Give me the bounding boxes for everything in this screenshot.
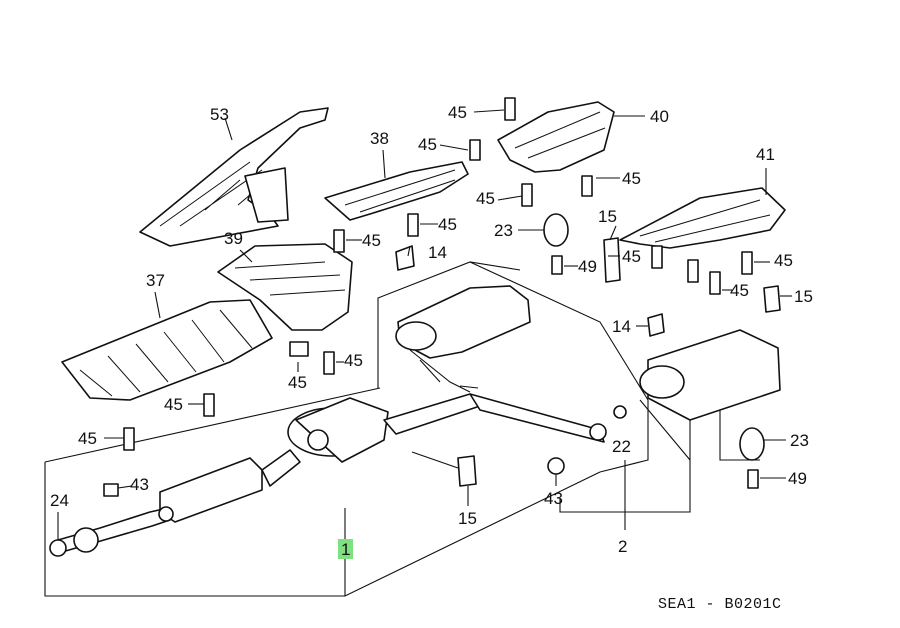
hardware-fasteners xyxy=(49,97,781,557)
part-1-exhaust-pipe xyxy=(57,393,605,553)
callout-2: 2 xyxy=(618,537,627,556)
callout-40: 40 xyxy=(650,107,669,126)
callout-45: 45 xyxy=(418,135,437,154)
callout-45: 45 xyxy=(344,351,363,370)
callout-22: 22 xyxy=(612,437,631,456)
callout-45: 45 xyxy=(622,169,641,188)
part-2-muffler xyxy=(395,285,781,421)
callout-15: 15 xyxy=(794,287,813,306)
callout-38: 38 xyxy=(370,129,389,148)
callout-14: 14 xyxy=(428,243,447,262)
callout-49: 49 xyxy=(788,469,807,488)
part-53-heat-shield xyxy=(139,107,329,247)
diagram-code: SEA1 - B0201C xyxy=(658,596,782,613)
callout-43: 43 xyxy=(544,489,563,508)
callout-45: 45 xyxy=(438,215,457,234)
callout-49: 49 xyxy=(578,257,597,276)
part-40-heat-shield xyxy=(497,101,645,173)
callout-39: 39 xyxy=(224,229,243,248)
callout-labels: 53 38 45 40 45 45 45 39 14 23 15 41 37 4… xyxy=(50,103,813,559)
callout-45: 45 xyxy=(448,103,467,122)
leader-lines xyxy=(57,109,792,540)
part-38-heat-shield xyxy=(324,149,469,221)
callout-45: 45 xyxy=(622,247,641,266)
callout-45: 45 xyxy=(78,429,97,448)
callout-45: 45 xyxy=(362,231,381,250)
part-39-heat-shield xyxy=(217,243,353,331)
callout-15: 15 xyxy=(458,509,477,528)
callout-37: 37 xyxy=(146,271,165,290)
callout-41: 41 xyxy=(756,145,775,164)
callout-45: 45 xyxy=(774,251,793,270)
callout-45: 45 xyxy=(730,281,749,300)
callout-23: 23 xyxy=(494,221,513,240)
callout-1: 1 xyxy=(341,540,350,559)
callout-45: 45 xyxy=(288,373,307,392)
callout-15: 15 xyxy=(598,207,617,226)
callout-1-highlight xyxy=(338,539,353,559)
callout-14: 14 xyxy=(612,317,631,336)
part-37-heat-shield xyxy=(61,291,273,401)
callout-43: 43 xyxy=(130,475,149,494)
callout-45: 45 xyxy=(476,189,495,208)
callout-23: 23 xyxy=(790,431,809,450)
callout-45: 45 xyxy=(164,395,183,414)
callout-53: 53 xyxy=(210,105,229,124)
part-41-heat-shield xyxy=(619,168,786,249)
callout-24: 24 xyxy=(50,491,69,510)
